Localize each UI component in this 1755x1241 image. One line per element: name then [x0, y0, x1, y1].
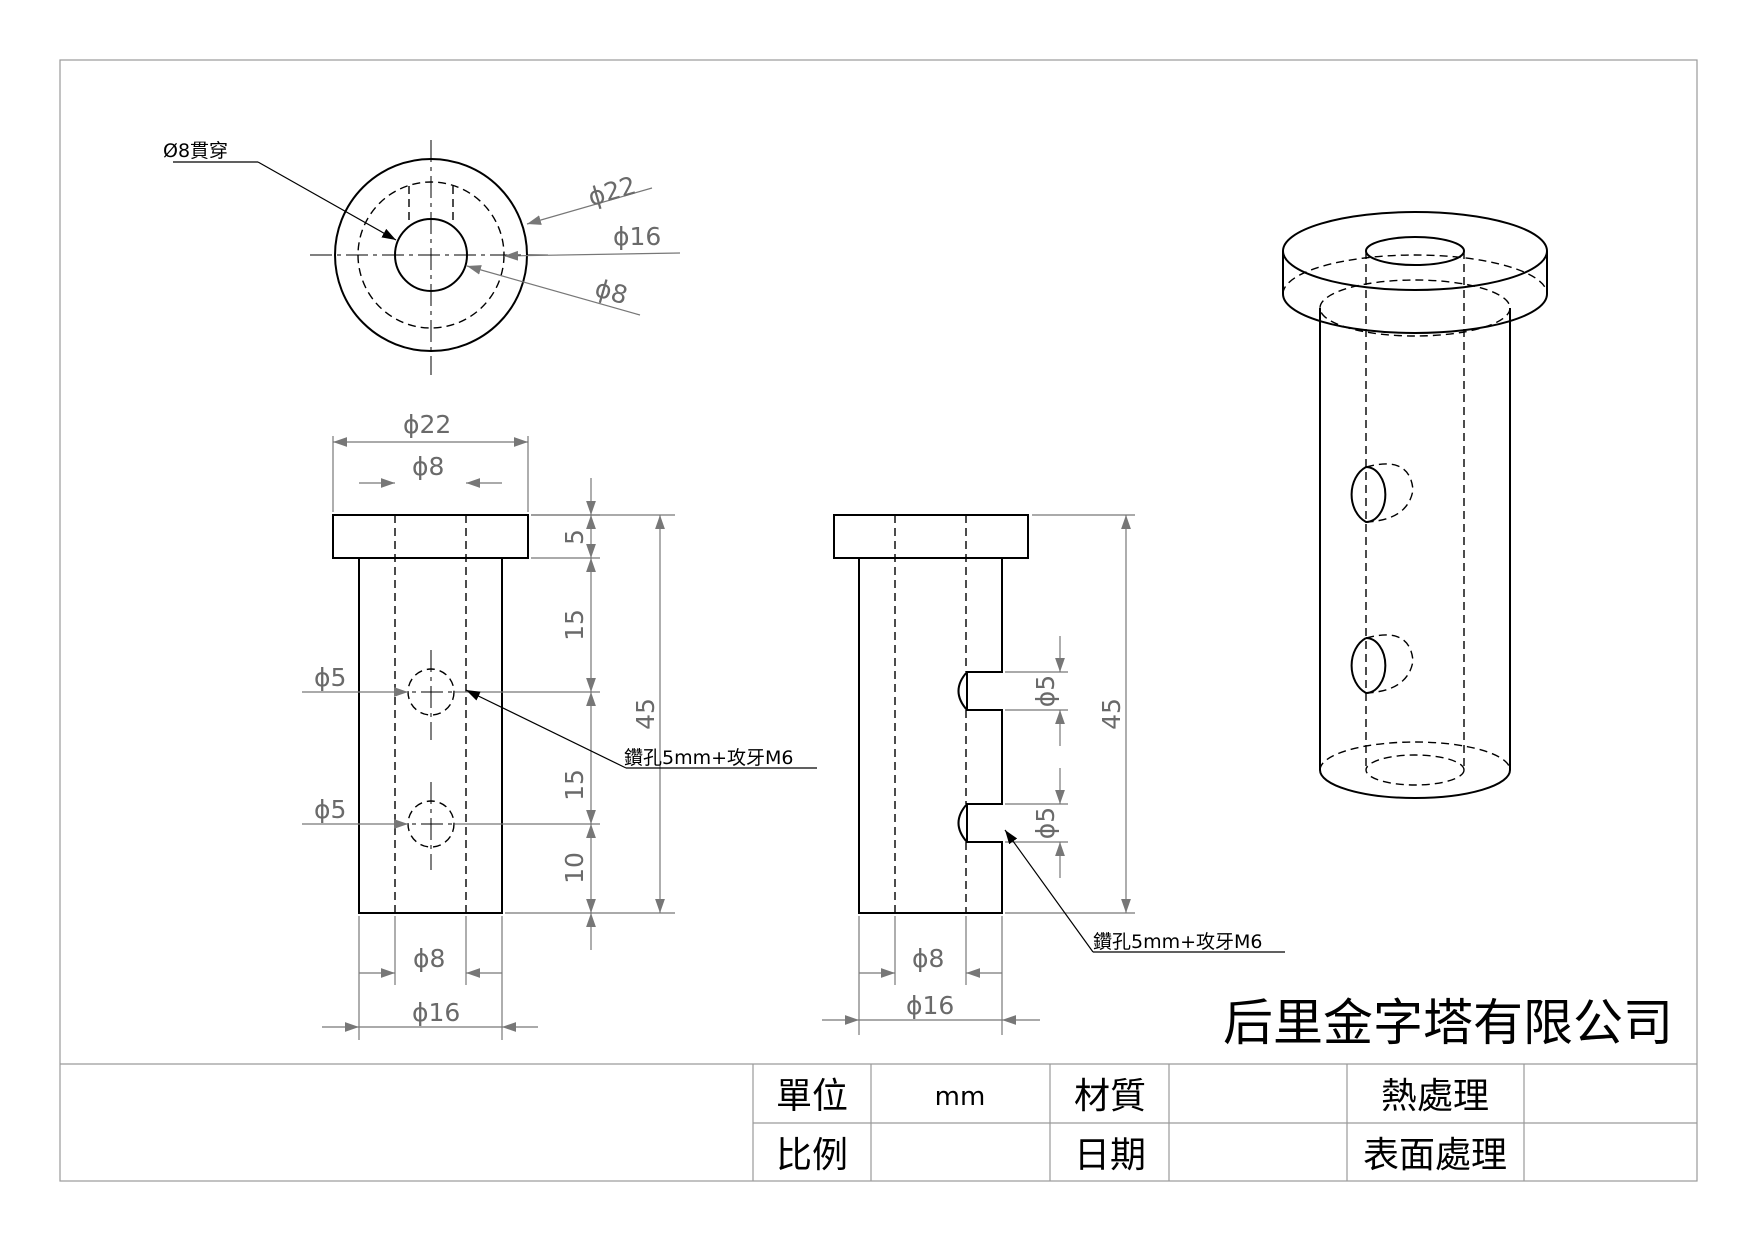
iso-flange-side [1282, 251, 1548, 334]
svg-text:ϕ8: ϕ8 [413, 944, 445, 973]
dim-side-overall-height: 45 [1097, 698, 1126, 730]
diameter-symbol: ϕ [403, 410, 420, 439]
company-name: 后里金字塔有限公司 [1223, 994, 1673, 1052]
dim-side-hole1-dia: ϕ5 [1031, 675, 1060, 707]
diameter-symbol: ϕ [413, 944, 430, 973]
diameter-symbol: ϕ [906, 991, 923, 1020]
dim-side-hole2-dia: ϕ5 [1031, 807, 1060, 839]
front-flange [332, 514, 529, 559]
svg-text:ϕ8: ϕ8 [912, 944, 944, 973]
side-flange [833, 514, 1029, 559]
scale-label: 比例 [776, 1135, 848, 1176]
heat-treatment-label: 熱處理 [1381, 1076, 1489, 1117]
title-block: 單位 mm 材質 熱處理 比例 日期 表面處理 [60, 1063, 1697, 1181]
unit-label: 單位 [776, 1076, 848, 1117]
dim-front-h-hole-spacing: 15 [560, 769, 589, 801]
top-view: Ø8貫穿 ϕ22 ϕ16 ϕ8 [163, 140, 681, 375]
side-body-outline [858, 558, 1003, 914]
svg-text:ϕ16: ϕ16 [906, 991, 954, 1020]
svg-text:ϕ16: ϕ16 [613, 222, 661, 251]
svg-text:ϕ5: ϕ5 [1031, 675, 1060, 707]
dim-front-h-hole2-bottom: 10 [560, 852, 589, 884]
diameter-symbol: ϕ [314, 663, 331, 692]
dim-front-flange-dia: ϕ22 [403, 410, 451, 439]
svg-text:ϕ22: ϕ22 [585, 171, 639, 212]
svg-text:ϕ8: ϕ8 [412, 452, 444, 481]
front-tapping-note: 鑽孔5mm+攻牙M6 [624, 747, 794, 769]
dim-top-dia-16: ϕ16 [613, 222, 661, 251]
svg-text:ϕ5: ϕ5 [1031, 807, 1060, 839]
diameter-symbol: ϕ [314, 795, 331, 824]
dim-front-h-flange: 5 [560, 529, 589, 545]
isometric-view [1282, 211, 1548, 799]
side-tapping-note: 鑽孔5mm+攻牙M6 [1093, 931, 1263, 953]
iso-hole-2 [1350, 637, 1387, 695]
svg-text:ϕ8: ϕ8 [592, 273, 631, 310]
dim-front-hole1-dia: ϕ5 [314, 663, 346, 692]
dim-side-body-dia: ϕ16 [906, 991, 954, 1020]
through-hole-note: Ø8貫穿 [163, 140, 228, 162]
iso-flange-top [1282, 211, 1548, 291]
material-label: 材質 [1074, 1076, 1146, 1117]
side-view: ϕ5 ϕ5 45 ϕ8 ϕ16 鑽孔5mm+攻牙M6 [822, 514, 1285, 1035]
diameter-symbol: ϕ [592, 273, 616, 305]
dim-side-bore-dia: ϕ8 [912, 944, 944, 973]
front-body [358, 557, 503, 914]
surface-treatment-label: 表面處理 [1363, 1135, 1507, 1176]
diameter-symbol: ϕ [412, 998, 429, 1027]
svg-text:ϕ5: ϕ5 [314, 795, 346, 824]
sheet-border [59, 59, 1698, 1182]
diameter-symbol: ϕ [1031, 823, 1060, 840]
diameter-symbol: ϕ [613, 222, 630, 251]
svg-text:ϕ5: ϕ5 [314, 663, 346, 692]
svg-text:ϕ16: ϕ16 [412, 998, 460, 1027]
dim-front-h-to-hole1: 15 [560, 609, 589, 641]
front-view: ϕ22 ϕ8 ϕ8 ϕ16 ϕ5 ϕ5 [302, 410, 817, 1040]
svg-text:ϕ22: ϕ22 [403, 410, 451, 439]
iso-body-bottom [1319, 769, 1511, 799]
diameter-symbol: ϕ [585, 179, 609, 211]
dim-front-body-dia: ϕ16 [412, 998, 460, 1027]
dim-front-hole2-dia: ϕ5 [314, 795, 346, 824]
dim-top-dia-22: ϕ22 [585, 171, 639, 212]
dim-front-overall-height: 45 [631, 698, 660, 730]
diameter-symbol: ϕ [1031, 691, 1060, 708]
date-label: 日期 [1074, 1135, 1146, 1176]
dim-top-dia-8: ϕ8 [592, 273, 631, 310]
iso-bore-top [1365, 236, 1465, 266]
iso-hole-1 [1350, 466, 1387, 524]
diameter-symbol: ϕ [412, 452, 429, 481]
unit-value: mm [935, 1082, 986, 1112]
diameter-symbol: ϕ [912, 944, 929, 973]
dim-front-bore-dia-bottom: ϕ8 [413, 944, 445, 973]
dim-front-bore-dia-top: ϕ8 [412, 452, 444, 481]
